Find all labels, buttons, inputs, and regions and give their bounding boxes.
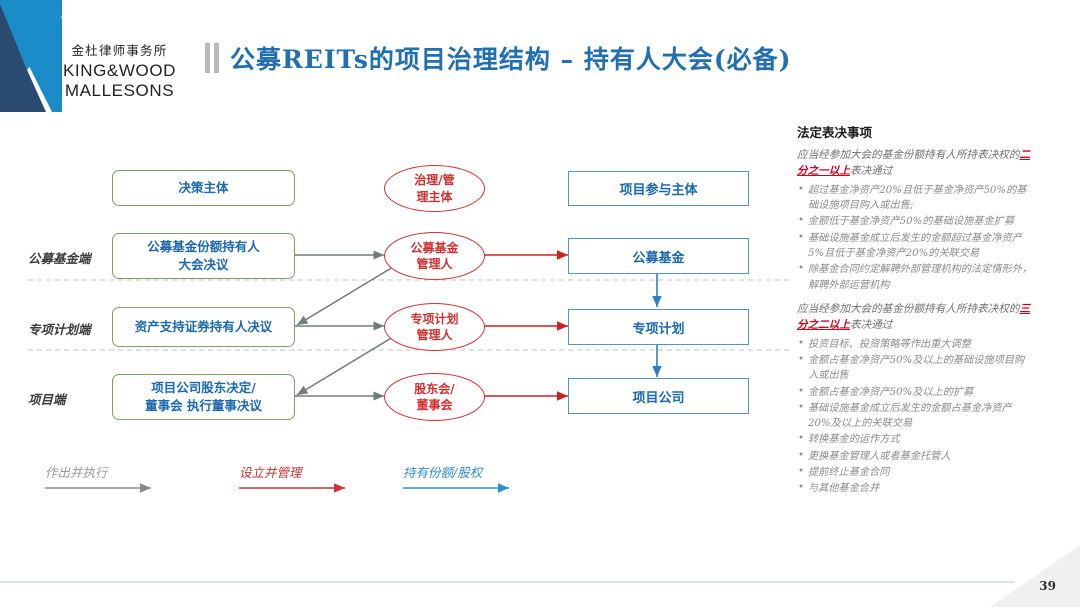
diagram-connectors	[28, 250, 790, 401]
ellipse-2-line1: 专项计划	[410, 311, 459, 326]
brand-name-en-line1: KING&WOOD	[62, 61, 177, 80]
list-item: 更换基金管理人或者基金托管人	[797, 448, 1033, 464]
ellipse-3-line1: 股东会/	[414, 381, 455, 396]
green-box-3-line2: 董事会 执行董事决议	[145, 398, 262, 413]
row-label-fund: 公募基金端	[28, 251, 91, 266]
list-item: 金额占基金净资产50%及以上的扩募	[797, 384, 1033, 400]
brand-name-cn: 金杜律师事务所	[71, 43, 168, 58]
voting-matters-panel: 法定表决事项 应当经参加大会的基金份额持有人所持表决权的二分之一以上表决通过 超…	[797, 122, 1033, 506]
legend-item-ownership: 持有份额/股权	[403, 462, 518, 500]
ellipse-2-line2: 管理人	[416, 328, 453, 342]
list-item: 金额占基金净资产50%及以上的基础设施项目购入或出售	[797, 352, 1033, 384]
row-label-project: 项目端	[28, 392, 66, 407]
blue-box-1-label: 公募基金	[632, 250, 685, 266]
green-box-fund-resolution: 公募基金份额持有人 大会决议	[112, 233, 295, 279]
ellipse-board: 股东会/ 董事会	[384, 373, 485, 421]
list-item: 基础设施基金成立后发生的金额超过基金净资产5%且低于基金净资产20%的关联交易	[797, 230, 1033, 262]
section1-lead: 应当经参加大会的基金份额持有人所持表决权的二分之一以上表决通过	[797, 148, 1033, 180]
ellipse-1-line1: 公募基金	[410, 240, 459, 255]
ellipse-fund-manager: 公募基金 管理人	[384, 232, 485, 280]
list-item: 与其他基金合并	[797, 480, 1033, 496]
list-item: 金额低于基金净资产50%的基础设施基金扩募	[797, 213, 1033, 229]
section1-bullets: 超过基金净资产20%且低于基金净资产50%的基础设施项目购入或出售; 金额低于基…	[797, 182, 1033, 293]
green-box-3-line1: 项目公司股东决定/	[151, 379, 256, 395]
blue-box-public-fund: 公募基金	[568, 238, 749, 274]
governance-structure-diagram: 决策主体 治理/管 理主体 项目参与主体 公募基金端 专项计划端 项目端 公募基…	[0, 115, 790, 545]
section2-threshold: 三分之二以上	[797, 302, 1031, 331]
legend-label-ownership: 持有份额/股权	[403, 465, 483, 480]
green-box-abs-resolution: 资产支持证券持有人决议	[112, 307, 295, 347]
list-item: 投资目标、投资策略等作出重大调整	[797, 336, 1033, 352]
column-header-governance-line1: 治理/管	[414, 173, 455, 188]
column-header-decision-label: 决策主体	[178, 179, 229, 195]
green-box-project-resolution: 项目公司股东决定/ 董事会 执行董事决议	[112, 374, 295, 420]
list-item: 基础设施基金成立后发生的金额占基金净资产20%及以上的关联交易	[797, 400, 1033, 432]
diagram-legend: 作出并执行 设立并管理 持有份额/股权	[45, 462, 565, 508]
blue-box-abs-plan: 专项计划	[568, 309, 749, 345]
page-title: 公募REITs的项目治理结构 – 持有人大会(必备)	[205, 40, 791, 76]
section2-lead: 应当经参加大会的基金份额持有人所持表决权的三分之二以上表决通过	[797, 302, 1033, 334]
legend-arrow-blue	[403, 483, 509, 493]
ellipse-3-line2: 董事会	[416, 398, 453, 412]
legend-item-manage: 设立并管理	[239, 462, 354, 500]
section2-lead-before: 应当经参加大会的基金份额持有人所持表决权的	[797, 302, 1020, 315]
section1-threshold: 二分之一以上	[797, 149, 1031, 177]
row-label-abs: 专项计划端	[28, 322, 91, 337]
blue-box-2-label: 专项计划	[632, 321, 685, 337]
green-box-1-line1: 公募基金份额持有人	[147, 238, 260, 254]
brand-name-en-line2: MALLESONS	[64, 81, 175, 100]
brand-logo-mark	[0, 0, 62, 112]
footer-corner-shape	[962, 545, 1080, 607]
legend-item-execute: 作出并执行	[45, 462, 160, 500]
list-item: 提前终止基金合同	[797, 464, 1033, 480]
section2-bullets: 投资目标、投资策略等作出重大调整 金额占基金净资产50%及以上的基础设施项目购入…	[797, 336, 1033, 497]
column-header-governance-line2: 理主体	[416, 189, 453, 204]
ellipse-1-line2: 管理人	[416, 257, 453, 271]
panel-heading: 法定表决事项	[797, 125, 873, 140]
list-item: 除基金合同约定解聘外部管理机构的法定情形外，解聘外部运营机构	[797, 261, 1033, 293]
green-box-1-line2: 大会决议	[178, 257, 229, 272]
blue-box-project-company: 项目公司	[568, 378, 749, 414]
legend-label-manage: 设立并管理	[239, 465, 302, 480]
column-header-decision: 决策主体	[112, 170, 295, 206]
list-item: 超过基金净资产20%且低于基金净资产50%的基础设施项目购入或出售;	[797, 182, 1033, 214]
legend-arrow-red	[239, 483, 345, 493]
ellipse-abs-manager: 专项计划 管理人	[384, 303, 485, 351]
section1-lead-before: 应当经参加大会的基金份额持有人所持表决权的	[797, 149, 1020, 161]
column-header-participants: 项目参与主体	[568, 171, 749, 206]
legend-arrow-gray	[45, 483, 151, 493]
page-number: 39	[1039, 579, 1056, 593]
blue-box-3-label: 项目公司	[632, 390, 685, 406]
green-box-2-line1: 资产支持证券持有人决议	[134, 318, 273, 334]
legend-label-execute: 作出并执行	[45, 465, 108, 480]
column-header-participants-label: 项目参与主体	[619, 183, 698, 198]
list-item: 转换基金的运作方式	[797, 431, 1033, 447]
section1-lead-after: 表决通过	[849, 164, 893, 177]
title-tick-marks	[205, 43, 219, 73]
section2-lead-after: 表决通过	[849, 318, 893, 331]
column-header-governance: 治理/管 理主体	[384, 165, 485, 212]
brand-logo-text: 金杜律师事务所 KING&WOOD MALLESONS	[52, 40, 187, 101]
page-title-text: 公募REITs的项目治理结构 – 持有人大会(必备)	[230, 45, 792, 74]
footer-divider	[0, 581, 1015, 583]
